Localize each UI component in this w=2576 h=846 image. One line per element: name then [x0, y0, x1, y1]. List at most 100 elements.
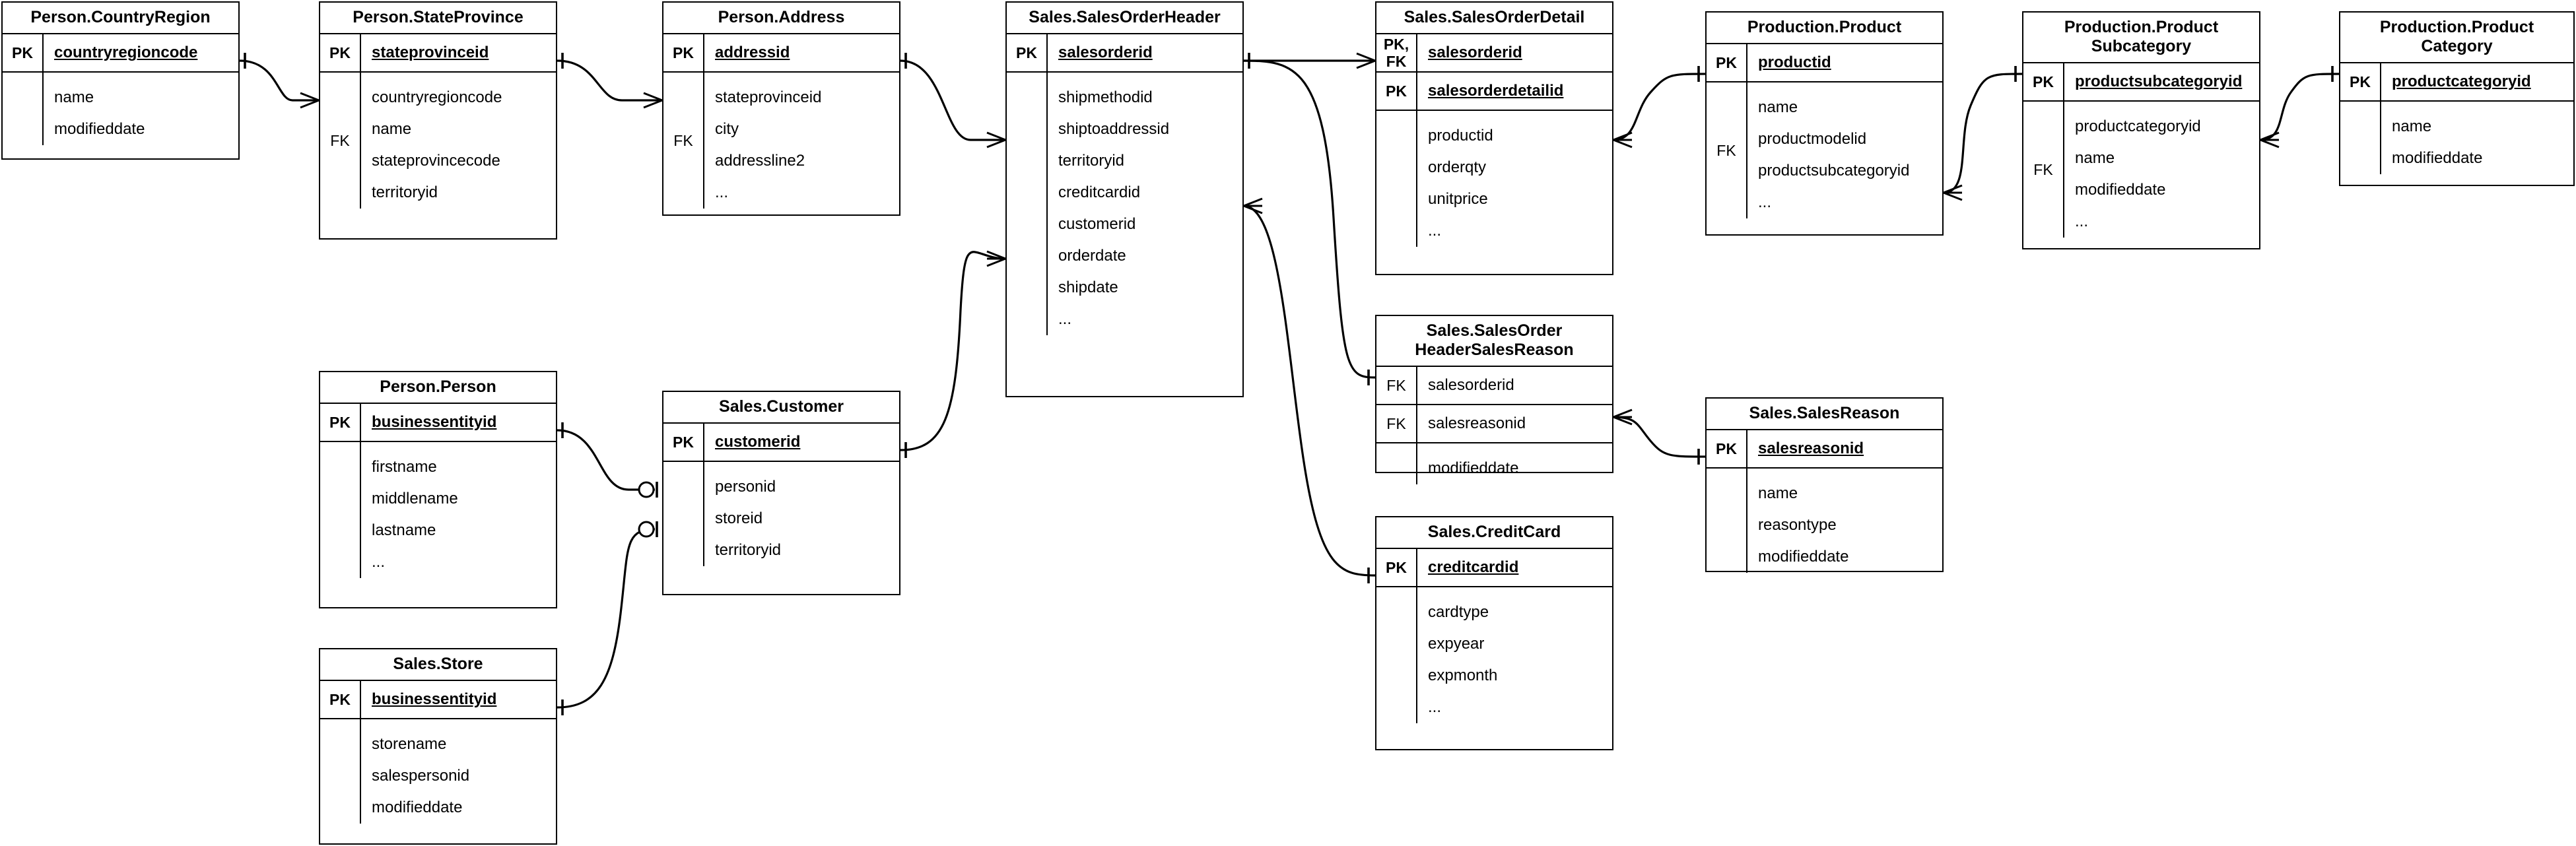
key-column-spacer [663, 462, 704, 566]
edge-customer-salesorderheader [900, 250, 1006, 458]
key-badge: PK [1707, 44, 1747, 81]
key-badge: PK [663, 424, 704, 461]
attribute-name: productsubcategoryid [2075, 73, 2243, 90]
attribute-name: businessentityid [372, 690, 497, 708]
attribute-name: storeid [715, 509, 763, 527]
attribute-name: productsubcategoryid [1758, 162, 1910, 179]
entity-title: Person.Address [663, 3, 899, 34]
attribute-name: storename [372, 735, 447, 753]
key-badge: FK [320, 73, 361, 209]
attribute-name: salespersonid [372, 767, 470, 785]
key-column-spacer [1376, 587, 1417, 723]
entity-title: Sales.Store [320, 649, 556, 681]
attribute-name: personid [715, 478, 776, 496]
attribute-name: modifieddate [2392, 149, 2483, 167]
attribute-name: productid [1758, 53, 1831, 71]
entity-title: Sales.CreditCard [1376, 517, 1612, 549]
primary-key-row[interactable]: PK productid [1707, 44, 1942, 82]
edge-product-salesorderdetail [1613, 66, 1706, 148]
attribute-name: expmonth [1428, 667, 1498, 684]
attribute-name: salesorderid [1058, 44, 1153, 61]
key-badge: PK, FK [1376, 34, 1417, 71]
attribute-name: lastname [372, 521, 436, 539]
attribute-name: salesorderdetailid [1428, 82, 1564, 100]
attribute-name: shiptoaddressid [1058, 120, 1170, 138]
key-badge: PK [1707, 430, 1747, 467]
primary-key-row[interactable]: PK businessentityid [320, 681, 556, 719]
attribute-name: productmodelid [1758, 130, 1867, 148]
key-column-spacer [1376, 111, 1417, 247]
primary-key-row[interactable]: PK productcategoryid [2340, 63, 2573, 102]
edge-stateprovince-address [557, 53, 663, 109]
key-badge: PK [2340, 63, 2381, 100]
key-badge: PK [320, 681, 361, 718]
key-column-spacer [3, 73, 44, 145]
attribute-name: stateprovinceid [715, 88, 822, 106]
key-column-spacer [1707, 469, 1747, 573]
attribute-name: modifieddate [372, 798, 463, 816]
key-badge: PK [320, 404, 361, 441]
entity-title: Sales.SalesReason [1707, 399, 1942, 430]
edge-subcategory-product [1943, 66, 2023, 201]
key-column-spacer [1007, 73, 1048, 335]
attribute-name: reasontype [1758, 516, 1837, 534]
attribute-name: productid [1428, 127, 1493, 145]
edge-category-subcategory [2260, 66, 2340, 148]
attribute-name: orderdate [1058, 247, 1126, 265]
entity-title: Production.Product Category [2340, 13, 2573, 63]
edge-salesorderheader-salesreasonlink [1243, 59, 1376, 385]
attribute-ellipsis: ... [2075, 212, 2089, 230]
attribute-name: countryregioncode [372, 88, 502, 106]
attribute-name: productcategoryid [2075, 117, 2201, 135]
attribute-ellipsis: ... [1428, 698, 1442, 716]
attribute-name: productcategoryid [2392, 73, 2531, 90]
